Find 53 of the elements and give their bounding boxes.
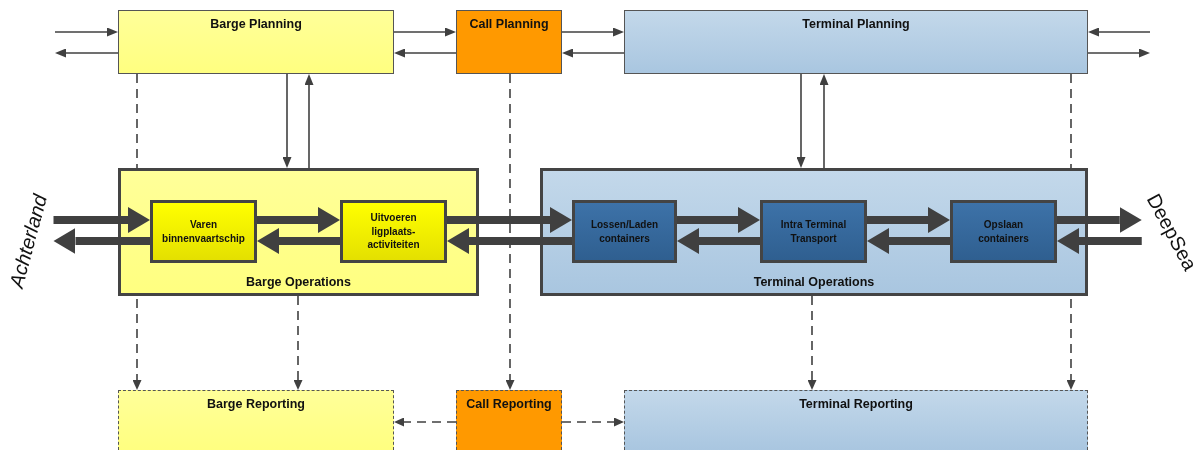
flow-arrow	[1057, 207, 1142, 233]
process-box	[572, 200, 677, 263]
flow-arrow	[447, 207, 572, 233]
node-label: Barge Planning	[210, 17, 302, 31]
reporting-box	[456, 390, 562, 450]
arrow	[1088, 27, 1151, 37]
node-label: Terminal Reporting	[799, 397, 913, 411]
operations-container	[118, 168, 479, 296]
dashed-arrow	[394, 417, 457, 427]
planning-box	[118, 10, 394, 74]
arrow	[394, 48, 457, 58]
flow-arrow	[257, 207, 340, 233]
process-box	[340, 200, 447, 263]
arrow	[304, 74, 314, 169]
flow-arrow	[867, 228, 950, 254]
flow-arrow	[53, 228, 150, 254]
node-label: Uitvoeren ligplaats-activiteiten	[366, 211, 421, 252]
node-label: Call Planning	[469, 17, 549, 31]
process-box	[760, 200, 867, 263]
node-label: Terminal Operations	[753, 275, 875, 289]
node-label: Opslaan containers	[977, 218, 1030, 245]
arrow	[562, 48, 625, 58]
flow-arrow	[257, 228, 340, 254]
arrow	[1087, 48, 1150, 58]
process-box	[950, 200, 1057, 263]
flow-arrow	[447, 228, 572, 254]
node-label: Terminal Planning	[802, 17, 910, 31]
planning-box	[456, 10, 562, 74]
dashed-arrow	[505, 73, 515, 390]
arrow	[561, 27, 624, 37]
operations-container	[540, 168, 1088, 296]
node-label: Intra Terminal Transport	[779, 218, 848, 245]
arrow	[796, 73, 806, 168]
reporting-box	[118, 390, 394, 450]
node-label: Call Reporting	[466, 397, 552, 411]
arrow	[393, 27, 456, 37]
planning-box	[624, 10, 1088, 74]
arrow	[55, 48, 119, 58]
arrow	[819, 74, 829, 169]
process-box	[150, 200, 257, 263]
node-label: Lossen/Laden containers	[589, 218, 660, 245]
dashed-arrow	[561, 417, 624, 427]
dashed-arrow	[807, 295, 817, 390]
arrow	[54, 27, 118, 37]
node-label: Barge Reporting	[207, 397, 305, 411]
node-label: Varen binnenvaartschip	[162, 218, 245, 245]
flow-arrow	[677, 207, 760, 233]
flow-arrow	[867, 207, 950, 233]
arrow	[282, 73, 292, 168]
node-label: Barge Operations	[246, 275, 351, 289]
reporting-box	[624, 390, 1088, 450]
dashed-arrow	[293, 295, 303, 390]
flow-arrow	[677, 228, 760, 254]
